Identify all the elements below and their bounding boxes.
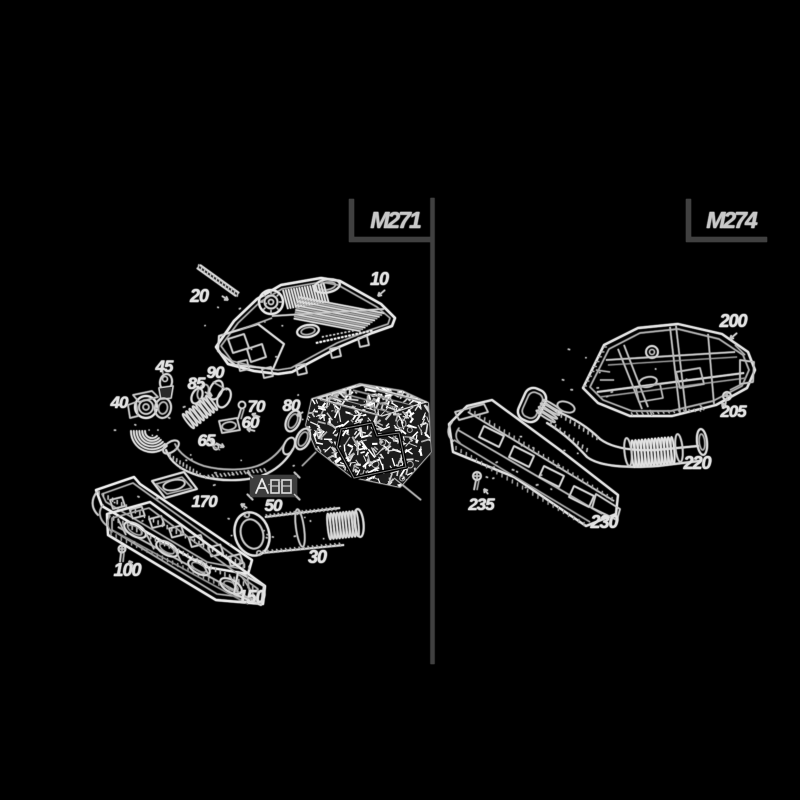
svg-text:90: 90 bbox=[207, 363, 225, 382]
svg-text:45: 45 bbox=[155, 357, 174, 376]
svg-text:20: 20 bbox=[189, 286, 209, 306]
svg-text:50: 50 bbox=[265, 496, 283, 515]
svg-text:205: 205 bbox=[719, 402, 747, 421]
svg-text:170: 170 bbox=[191, 492, 218, 511]
svg-text:65: 65 bbox=[198, 431, 216, 450]
svg-text:60: 60 bbox=[242, 413, 260, 432]
svg-text:M274: M274 bbox=[706, 207, 758, 233]
svg-text:200: 200 bbox=[718, 311, 747, 331]
svg-text:40: 40 bbox=[110, 393, 129, 412]
svg-text:150: 150 bbox=[237, 587, 265, 607]
svg-text:220: 220 bbox=[682, 453, 711, 473]
svg-text:10: 10 bbox=[370, 269, 389, 289]
svg-text:85: 85 bbox=[188, 374, 206, 393]
svg-text:M271: M271 bbox=[370, 207, 421, 233]
svg-text:70: 70 bbox=[248, 397, 266, 416]
svg-text:235: 235 bbox=[467, 495, 495, 514]
svg-text:100: 100 bbox=[113, 560, 141, 580]
svg-text:230: 230 bbox=[589, 512, 618, 532]
svg-text:30: 30 bbox=[308, 547, 327, 567]
svg-text:80: 80 bbox=[283, 396, 301, 415]
